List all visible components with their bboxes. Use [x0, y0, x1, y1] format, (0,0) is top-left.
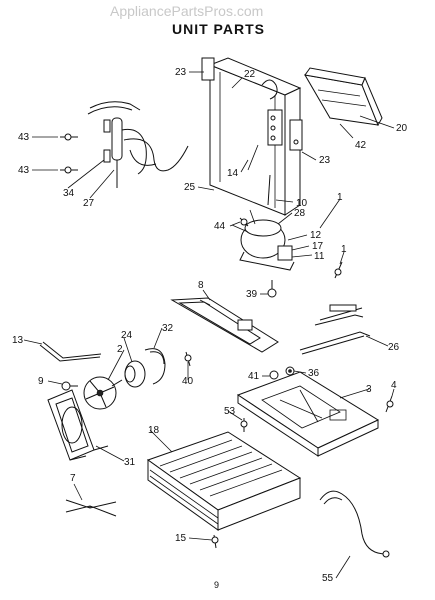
screw-4 — [385, 395, 394, 413]
callout-23-right: 23 — [319, 155, 331, 166]
callout-7: 7 — [70, 473, 76, 484]
fan-blade — [83, 376, 117, 410]
screw-43-upper — [60, 133, 78, 141]
grommet-39 — [267, 280, 277, 298]
fan-motor — [111, 360, 146, 388]
fan-shroud — [47, 389, 109, 461]
callout-12: 12 — [310, 230, 322, 241]
callout-53: 53 — [224, 406, 236, 417]
callout-27: 27 — [83, 198, 95, 209]
callout-13: 13 — [12, 335, 24, 346]
callout-44: 44 — [214, 221, 226, 232]
callout-55: 55 — [322, 573, 334, 584]
screw-53 — [240, 418, 248, 432]
callout-43-lower: 43 — [18, 165, 30, 176]
callout-42: 42 — [355, 140, 367, 151]
callout-41: 41 — [248, 371, 260, 382]
callout-10: 10 — [296, 198, 308, 209]
wire-10 — [247, 144, 271, 206]
watermark: AppliancePartsPros.com — [110, 3, 263, 19]
callout-23-top: 23 — [175, 67, 187, 78]
callout-11: 11 — [314, 251, 325, 262]
callouts: 23 22 20 42 23 14 25 10 1 28 12 17 11 44… — [12, 67, 408, 584]
callout-34: 34 — [63, 188, 75, 199]
callout-3: 3 — [366, 384, 372, 395]
leader-lines — [23, 71, 395, 579]
base-plate — [236, 371, 380, 457]
callout-24: 24 — [121, 330, 133, 341]
callout-26: 26 — [388, 342, 400, 353]
screw-40 — [184, 351, 192, 367]
condenser-fan-bracket — [201, 57, 303, 216]
callout-40: 40 — [182, 376, 194, 387]
callout-36: 36 — [308, 368, 320, 379]
callout-1-top: 1 — [337, 192, 343, 203]
callout-1-right: 1 — [341, 244, 347, 255]
screw-9 — [61, 381, 78, 391]
callout-31: 31 — [124, 457, 136, 468]
callout-18: 18 — [148, 425, 160, 436]
screw-15 — [211, 534, 219, 549]
callout-22: 22 — [244, 69, 256, 80]
drain-tube — [319, 490, 390, 558]
callout-20: 20 — [396, 123, 408, 134]
condenser-coil — [146, 431, 302, 531]
wire-7 — [65, 499, 117, 517]
callout-9: 9 — [38, 376, 44, 387]
callout-28: 28 — [294, 208, 306, 219]
callout-14: 14 — [227, 168, 239, 179]
part-8-bracket — [170, 297, 279, 353]
part-13-wire — [39, 341, 102, 362]
drier-tubing — [87, 101, 189, 188]
screw-44 — [239, 217, 249, 227]
screw-43-lower — [60, 166, 78, 174]
callout-8: 8 — [198, 280, 204, 291]
compressor — [231, 209, 295, 271]
grommet-41 — [269, 370, 279, 380]
callout-4: 4 — [391, 380, 397, 391]
callout-25: 25 — [184, 182, 196, 193]
grommet-36 — [285, 366, 295, 376]
wire-harness — [299, 304, 371, 355]
page-title: UNIT PARTS — [172, 21, 265, 37]
motor-bracket — [144, 348, 166, 385]
page-number: 9 — [214, 580, 219, 590]
callout-32: 32 — [162, 323, 174, 334]
callout-43-upper: 43 — [18, 132, 30, 143]
callout-39: 39 — [246, 289, 258, 300]
callout-15: 15 — [175, 533, 187, 544]
drain-trough — [304, 67, 383, 127]
screw-1-right — [334, 261, 343, 279]
callout-2: 2 — [117, 344, 123, 355]
callout-17: 17 — [312, 241, 324, 252]
